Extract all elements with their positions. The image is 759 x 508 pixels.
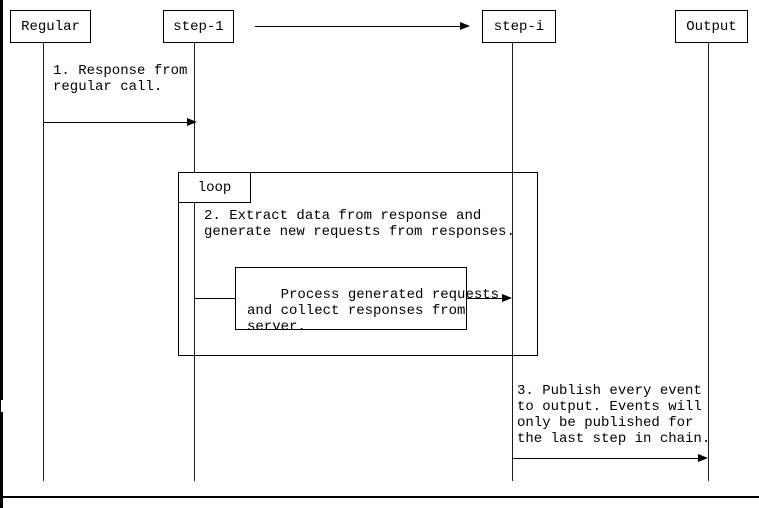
loop-frame <box>178 172 538 356</box>
participant-box-step-1: step-1 <box>163 10 234 43</box>
chain-arrow-head-icon <box>460 22 470 30</box>
message-2-text: 2. Extract data from response and genera… <box>204 208 515 240</box>
participant-label-regular: Regular <box>21 18 80 35</box>
loop-label-box: loop <box>178 172 251 203</box>
chain-arrow-line <box>255 26 460 27</box>
lifeline-step-1 <box>194 43 195 481</box>
window-bottom-border <box>0 496 759 498</box>
message-3-text: 3. Publish every event to output. Events… <box>517 383 711 447</box>
message-1-arrow-line <box>43 122 187 123</box>
participant-box-step-i: step-i <box>482 10 556 43</box>
lifeline-output <box>708 43 709 481</box>
participant-box-regular: Regular <box>10 10 91 43</box>
participant-box-output: Output <box>675 10 748 43</box>
message-3-arrow-head-icon <box>698 454 708 462</box>
window-left-border-notch <box>1 400 4 412</box>
participant-label-step-1: step-1 <box>173 18 224 35</box>
lifeline-regular <box>43 43 44 481</box>
participant-label-step-i: step-i <box>493 18 545 35</box>
process-note-text: Process generated requests and collect r… <box>247 287 500 335</box>
process-note-box: Process generated requests and collect r… <box>235 267 499 335</box>
window-left-border <box>0 0 3 508</box>
message-3-arrow-line <box>512 458 698 459</box>
loop-label: loop <box>197 179 232 196</box>
process-connector-out-line <box>467 298 502 299</box>
process-arrow-head-icon <box>502 294 512 302</box>
process-connector-in-line <box>194 298 235 299</box>
lifeline-step-i <box>512 43 513 481</box>
message-1-arrow-head-icon <box>187 118 197 126</box>
participant-label-output: Output <box>686 18 737 35</box>
message-1-text: 1. Response from regular call. <box>53 63 188 95</box>
